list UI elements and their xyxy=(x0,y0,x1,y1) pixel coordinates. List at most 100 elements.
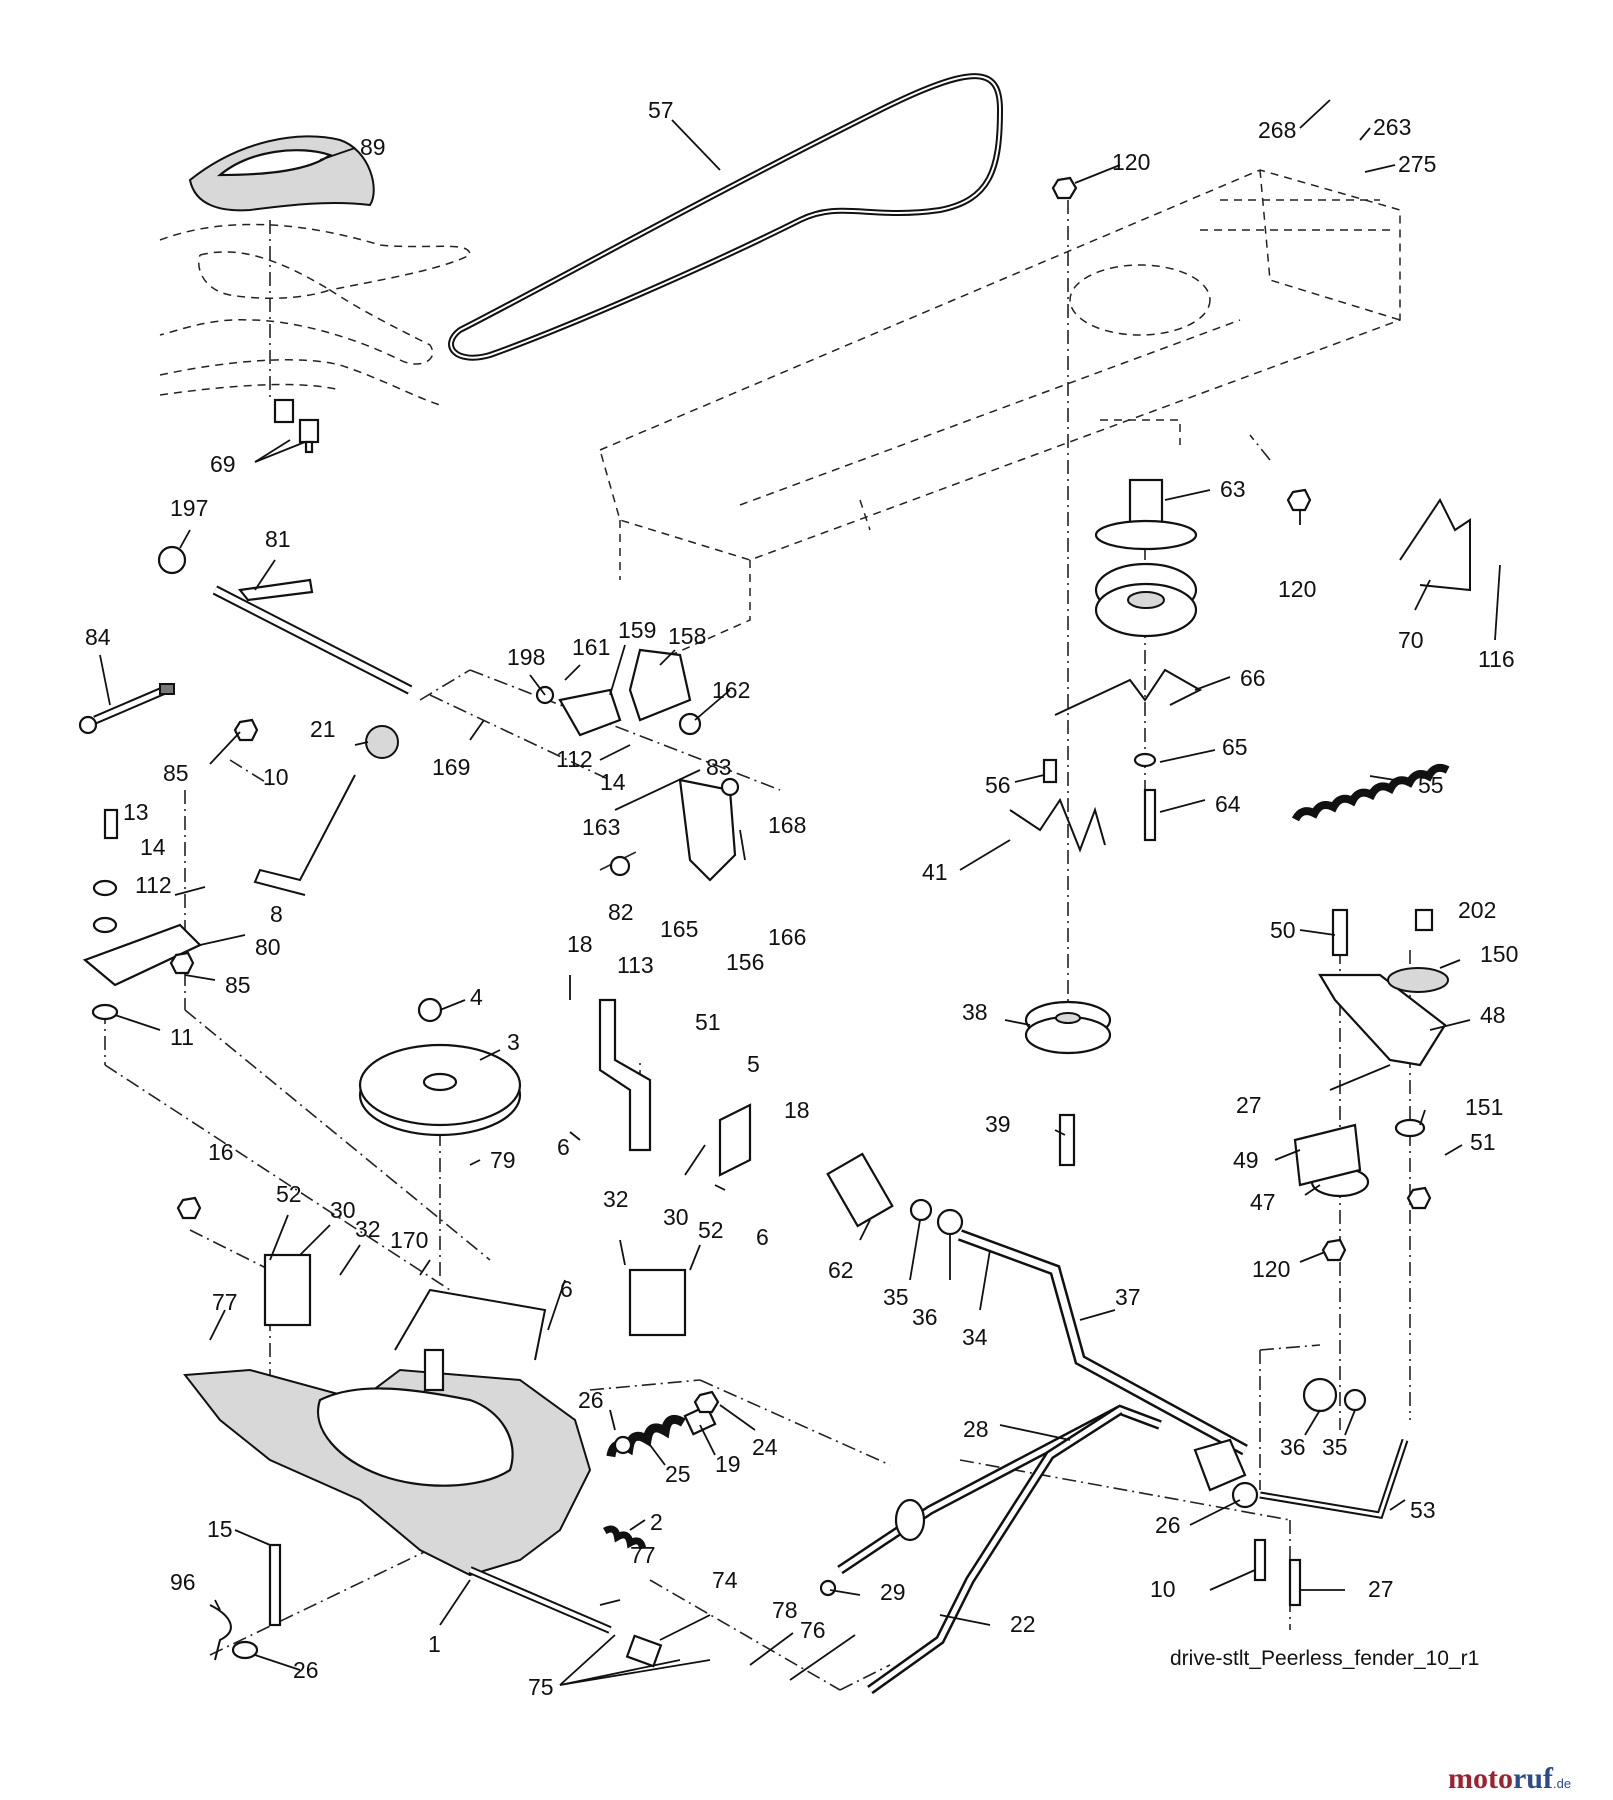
part-label: 49 xyxy=(1233,1147,1259,1173)
part-label: 84 xyxy=(85,624,111,650)
sleeve-62 xyxy=(826,1152,894,1228)
part-label: 64 xyxy=(1215,791,1241,817)
part-label: 10 xyxy=(1150,1576,1176,1602)
part-label: 197 xyxy=(170,495,208,521)
part-label: 69 xyxy=(210,451,236,477)
part-label: 70 xyxy=(1398,627,1424,653)
chassis-frame xyxy=(599,169,1401,661)
part-label: 66 xyxy=(1240,665,1266,691)
part-label: 52 xyxy=(276,1181,302,1207)
part-label: 35 xyxy=(883,1284,909,1310)
part-label: 6 xyxy=(756,1224,769,1250)
wire-41 xyxy=(1009,797,1106,853)
bracket-159 xyxy=(558,688,622,737)
part-label: 77 xyxy=(630,1542,656,1568)
pulley-63 xyxy=(1094,478,1198,638)
part-label: 151 xyxy=(1465,1094,1503,1120)
part-label: 10 xyxy=(263,764,289,790)
part-label: 159 xyxy=(618,617,656,643)
part-label: 3 xyxy=(507,1029,520,1055)
part-label: 89 xyxy=(360,134,386,160)
part-label: 116 xyxy=(1478,646,1515,672)
part-label: 120 xyxy=(1278,576,1316,602)
rod-84 xyxy=(78,683,175,735)
part-label: 51 xyxy=(1470,1129,1496,1155)
part-label: 41 xyxy=(922,859,948,885)
part-label-group: 57 89 268 263 275 120 69 197 81 63 120 7… xyxy=(85,97,1518,1700)
part-label: 55 xyxy=(1418,772,1444,798)
part-label: 168 xyxy=(768,812,806,838)
transaxle-1 xyxy=(183,1348,612,1634)
part-label: 48 xyxy=(1480,1002,1506,1028)
part-label: 36 xyxy=(912,1304,938,1330)
part-label: 75 xyxy=(528,1674,554,1700)
part-label: 76 xyxy=(800,1617,826,1643)
part-label: 6 xyxy=(557,1134,570,1160)
plate-30a xyxy=(263,1253,312,1327)
part-label: 82 xyxy=(608,899,634,925)
pulley-3 xyxy=(358,1043,522,1137)
part-label: 78 xyxy=(772,1597,798,1623)
part-label: 32 xyxy=(355,1216,381,1242)
part-label: 80 xyxy=(255,934,281,960)
fender-outline xyxy=(159,223,471,406)
part-label: 22 xyxy=(1010,1611,1036,1637)
part-label: 166 xyxy=(768,924,806,950)
diagram-caption: drive-stlt_Peerless_fender_10_r1 xyxy=(1170,1647,1479,1670)
part-label: 65 xyxy=(1222,734,1248,760)
part-label: 113 xyxy=(617,952,654,978)
part-label: 57 xyxy=(648,97,674,123)
bracket-170 xyxy=(394,1288,547,1361)
part-label: 11 xyxy=(170,1024,194,1050)
part-label: 38 xyxy=(962,999,988,1025)
part-label: 14 xyxy=(140,834,166,860)
part-label: 85 xyxy=(225,972,251,998)
part-label: 24 xyxy=(752,1434,778,1460)
part-label: 83 xyxy=(706,754,732,780)
part-label: 96 xyxy=(170,1569,196,1595)
bracket-113 xyxy=(598,998,652,1152)
part-label: 27 xyxy=(1368,1576,1394,1602)
rod-28 xyxy=(837,1404,1162,1575)
bracket-158 xyxy=(628,648,692,722)
svg-text:motoruf.de: motoruf.de xyxy=(1448,1762,1571,1795)
bracket-70 xyxy=(1399,498,1471,592)
bolts-69 xyxy=(273,398,320,454)
part-label: 37 xyxy=(1115,1284,1141,1310)
spring-2 xyxy=(603,1525,647,1550)
drive-belt xyxy=(448,73,1004,361)
wire-66 xyxy=(1054,668,1203,716)
part-label: 47 xyxy=(1250,1189,1276,1215)
part-label: 74 xyxy=(712,1567,738,1593)
part-label: 32 xyxy=(603,1186,629,1212)
part-label: 156 xyxy=(726,949,764,975)
part-label: 36 xyxy=(1280,1434,1306,1460)
part-label: 16 xyxy=(208,1139,234,1165)
part-label: 35 xyxy=(1322,1434,1348,1460)
part-label: 2 xyxy=(650,1509,663,1535)
part-label: 112 xyxy=(556,746,593,772)
part-label: 163 xyxy=(582,814,620,840)
part-label: 30 xyxy=(663,1204,689,1230)
bracket-48 xyxy=(1318,973,1447,1067)
part-label: 79 xyxy=(490,1147,516,1173)
spring-55 xyxy=(1291,763,1450,822)
part-label: 19 xyxy=(715,1451,741,1477)
part-label: 27 xyxy=(1236,1092,1262,1118)
part-label: 6 xyxy=(560,1276,573,1302)
part-label: 263 xyxy=(1373,114,1411,140)
plate-30b xyxy=(628,1268,687,1337)
part-label: 161 xyxy=(572,634,610,660)
bracket-5 xyxy=(718,1103,752,1177)
part-label: 15 xyxy=(207,1516,233,1542)
part-label: 165 xyxy=(660,916,698,942)
part-label: 52 xyxy=(698,1217,724,1243)
part-label: 120 xyxy=(1252,1256,1290,1282)
leader-lines xyxy=(99,99,1501,1686)
part-label: 34 xyxy=(962,1324,988,1350)
part-label: 169 xyxy=(432,754,470,780)
shaft-81 xyxy=(212,578,413,695)
part-label: 81 xyxy=(265,526,291,552)
part-label: 29 xyxy=(880,1579,906,1605)
